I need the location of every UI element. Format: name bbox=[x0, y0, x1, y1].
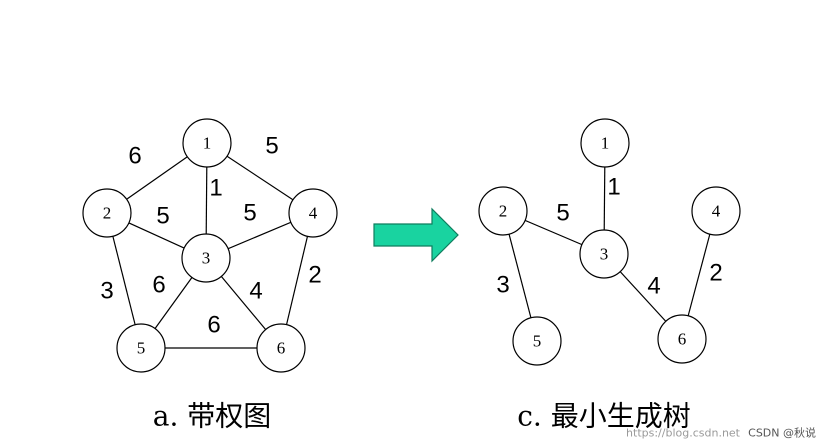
graph-a-weights: 6 5 1 5 5 3 6 4 2 6 bbox=[100, 133, 321, 339]
watermark: https://blog.csdn.net CSDN @秋说 bbox=[626, 426, 816, 440]
graph-a-node-2-label: 2 bbox=[103, 204, 112, 223]
graph-a-weight-4-6: 2 bbox=[308, 262, 321, 289]
graph-a-node-1: 1 bbox=[182, 118, 232, 168]
graph-c-node-3-label: 3 bbox=[600, 245, 609, 264]
graph-a-weight-2-3: 5 bbox=[156, 203, 169, 230]
graph-c-node-2-label: 2 bbox=[499, 202, 508, 221]
graph-c-weight-2-3: 5 bbox=[556, 200, 569, 227]
watermark-author: CSDN @秋说 bbox=[748, 426, 816, 440]
graph-c-nodes: 1 2 3 4 5 6 bbox=[478, 118, 741, 366]
graph-a-weight-1-3: 1 bbox=[209, 175, 222, 202]
graph-a-caption: a. 带权图 bbox=[153, 400, 272, 433]
graph-a-node-1-label: 1 bbox=[203, 134, 212, 153]
graph-a: 6 5 1 5 5 3 6 4 2 6 1 2 3 bbox=[82, 118, 338, 433]
graph-c-weight-2-5: 3 bbox=[496, 272, 509, 299]
graph-c-node-1-label: 1 bbox=[601, 134, 610, 153]
graph-a-weight-2-5: 3 bbox=[100, 278, 113, 305]
graph-c-node-4: 4 bbox=[691, 186, 741, 236]
right-arrow-icon bbox=[373, 207, 459, 263]
graph-c-node-5-label: 5 bbox=[533, 332, 542, 351]
graph-a-weight-3-4: 5 bbox=[243, 200, 256, 227]
graph-a-node-3: 3 bbox=[181, 233, 231, 283]
graph-a-node-5-label: 5 bbox=[137, 339, 146, 358]
graph-c-weight-1-3: 1 bbox=[607, 174, 620, 201]
graph-a-node-5: 5 bbox=[116, 323, 166, 373]
graph-a-node-6: 6 bbox=[256, 323, 306, 373]
graph-a-node-6-label: 6 bbox=[277, 339, 286, 358]
graph-c-node-6-label: 6 bbox=[678, 330, 687, 349]
graph-c-node-1: 1 bbox=[580, 118, 630, 168]
graph-c-weight-3-6: 4 bbox=[647, 273, 660, 300]
graph-c-caption: c. 最小生成树 bbox=[517, 400, 690, 433]
graph-a-node-4-label: 4 bbox=[309, 204, 318, 223]
graph-c: 1 5 3 4 2 1 2 3 4 bbox=[478, 118, 741, 433]
graph-a-weight-1-2: 6 bbox=[128, 143, 141, 170]
graph-c-node-5: 5 bbox=[512, 316, 562, 366]
graph-a-node-2: 2 bbox=[82, 188, 132, 238]
watermark-url: https://blog.csdn.net bbox=[626, 427, 741, 440]
graph-a-weight-5-6: 6 bbox=[207, 312, 220, 339]
graph-a-weight-1-4: 5 bbox=[265, 133, 278, 160]
graph-c-node-4-label: 4 bbox=[712, 202, 721, 221]
graph-a-nodes: 1 2 3 4 5 6 bbox=[82, 118, 338, 373]
graph-c-node-6: 6 bbox=[657, 314, 707, 364]
graph-a-weight-3-6: 4 bbox=[249, 278, 262, 305]
graph-a-node-4: 4 bbox=[288, 188, 338, 238]
graph-c-node-2: 2 bbox=[478, 186, 528, 236]
graph-c-node-3: 3 bbox=[579, 229, 629, 279]
graph-c-weights: 1 5 3 4 2 bbox=[496, 174, 722, 300]
graph-a-node-3-label: 3 bbox=[202, 249, 211, 268]
graph-a-weight-3-5: 6 bbox=[152, 272, 165, 299]
graph-c-weight-4-6: 2 bbox=[709, 260, 722, 287]
